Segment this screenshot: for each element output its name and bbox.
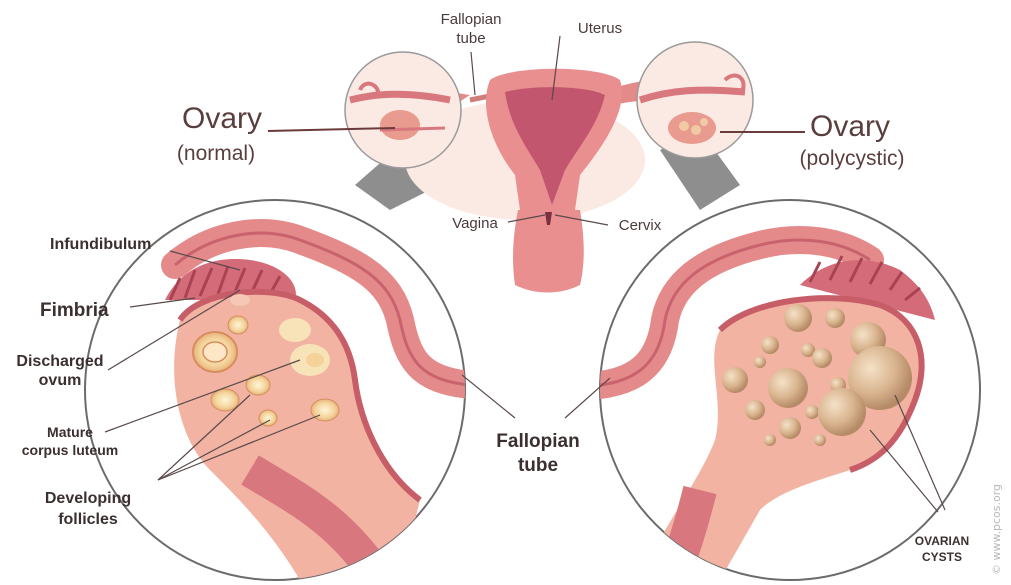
- label-cervix: Cervix: [619, 217, 662, 234]
- label-ovary-polycystic-sub: (polycystic): [799, 147, 904, 170]
- small-circle-polycystic: [637, 42, 753, 158]
- label-fallopian-tube-top-1: Fallopian: [441, 11, 502, 28]
- label-infundibulum: Infundibulum: [50, 236, 151, 253]
- watermark: © www.pcos.org: [990, 484, 1003, 575]
- label-fimbria: Fimbria: [40, 300, 109, 321]
- label-developing-follicles-2: follicles: [58, 511, 118, 528]
- label-developing-follicles-1: Developing: [45, 490, 131, 507]
- label-vagina: Vagina: [452, 215, 498, 232]
- label-mature-corpus-luteum-1: Mature: [47, 424, 93, 440]
- label-fallopian-tube-top-2: tube: [456, 30, 485, 47]
- label-ovarian-cysts-1: OVARIAN: [915, 534, 969, 548]
- label-ovary-polycystic: Ovary: [810, 110, 890, 143]
- label-fallopian-tube-center-2: tube: [518, 455, 558, 476]
- label-ovary-normal: Ovary: [182, 102, 262, 135]
- label-mature-corpus-luteum-2: corpus luteum: [22, 442, 118, 458]
- label-ovary-normal-sub: (normal): [177, 142, 255, 165]
- label-discharged-ovum-2: ovum: [39, 372, 82, 389]
- small-circle-normal: [345, 52, 461, 168]
- label-fallopian-tube-center-1: Fallopian: [496, 431, 579, 452]
- circle-normal-ovary: [85, 200, 470, 580]
- label-uterus: Uterus: [578, 20, 622, 37]
- label-ovarian-cysts-2: CYSTS: [922, 550, 962, 564]
- circle-polycystic-ovary: [600, 200, 980, 585]
- label-discharged-ovum-1: Discharged: [16, 353, 103, 370]
